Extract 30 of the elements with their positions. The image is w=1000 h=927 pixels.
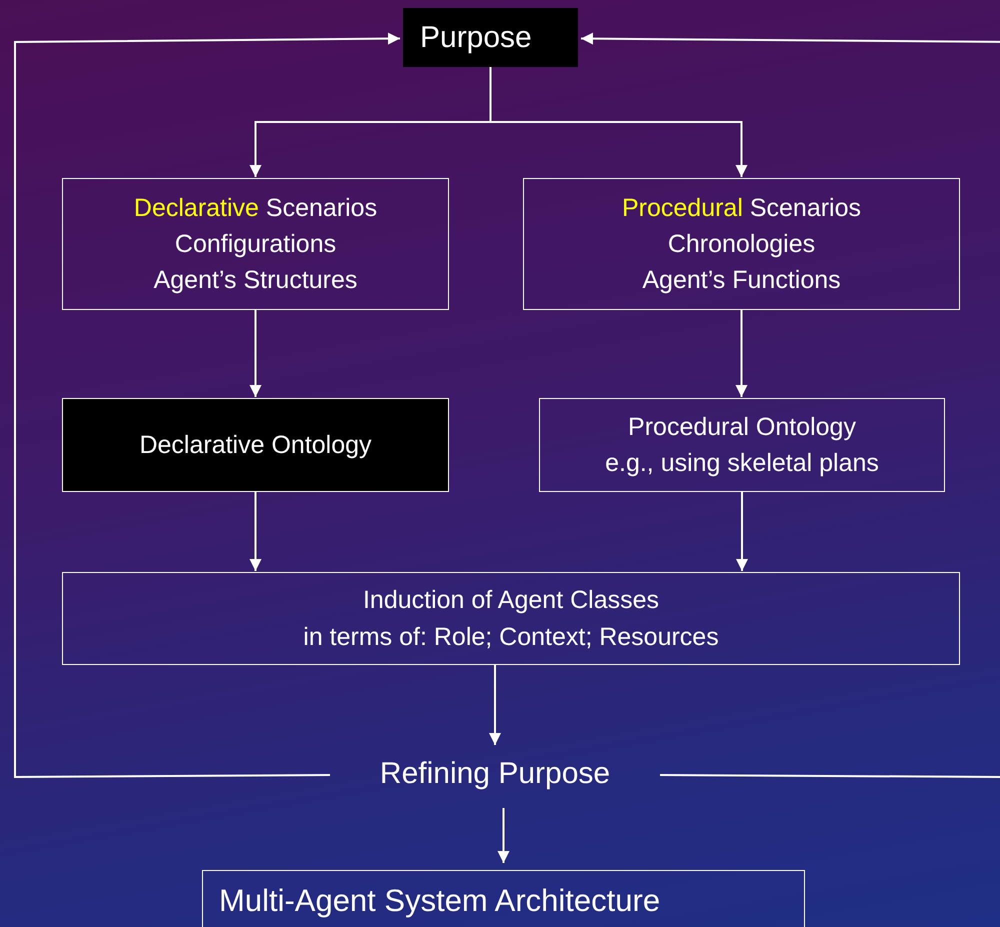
arrow [490, 67, 748, 177]
box-text: Multi-Agent System Architecture [219, 882, 660, 920]
box-text: Procedural Ontology [628, 412, 856, 443]
process-box [403, 8, 578, 67]
arrow [14, 32, 400, 778]
process-box [523, 178, 960, 310]
arrow [250, 310, 262, 397]
box-text: Agent’s Structures [154, 265, 358, 296]
process-box [539, 398, 945, 492]
arrow [736, 310, 748, 397]
box-text: Purpose [420, 20, 532, 56]
process-box [62, 572, 960, 665]
box-text: Agent’s Functions [642, 265, 841, 296]
box-text: Configurations [174, 228, 336, 260]
box-text: e.g., using skeletal plans [605, 448, 879, 479]
arrow [489, 665, 501, 745]
arrow [498, 808, 510, 863]
box-text: Induction of Agent Classes [362, 585, 660, 616]
box-text: Procedural Scenarios [622, 192, 862, 224]
box-text: in terms of: Role; Context; Resources [303, 622, 719, 652]
node-label: Refining Purpose [335, 750, 655, 798]
arrow [250, 492, 262, 571]
process-box [62, 398, 449, 492]
arrow [736, 492, 748, 571]
process-box [62, 178, 449, 310]
box-text: Declarative Scenarios [134, 192, 378, 224]
arrow [581, 32, 1000, 778]
box-text: Chronologies [668, 228, 816, 260]
box-text: Declarative Ontology [139, 430, 372, 461]
process-box [202, 870, 805, 927]
